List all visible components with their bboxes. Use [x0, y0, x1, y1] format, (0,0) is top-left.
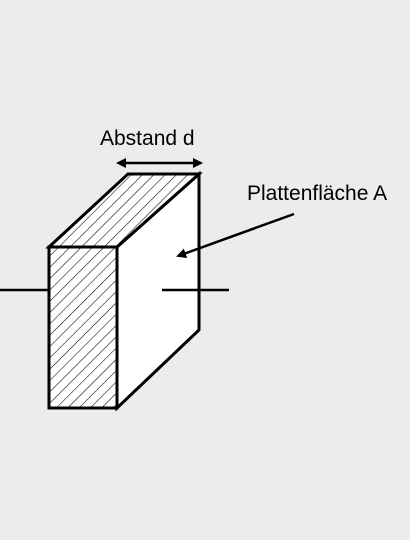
area-pointer-arrow — [176, 212, 295, 258]
distance-label: Abstand d — [100, 127, 195, 150]
front-face-hatched — [47, 245, 119, 410]
plate-area-label: Plattenfläche A — [247, 182, 388, 205]
